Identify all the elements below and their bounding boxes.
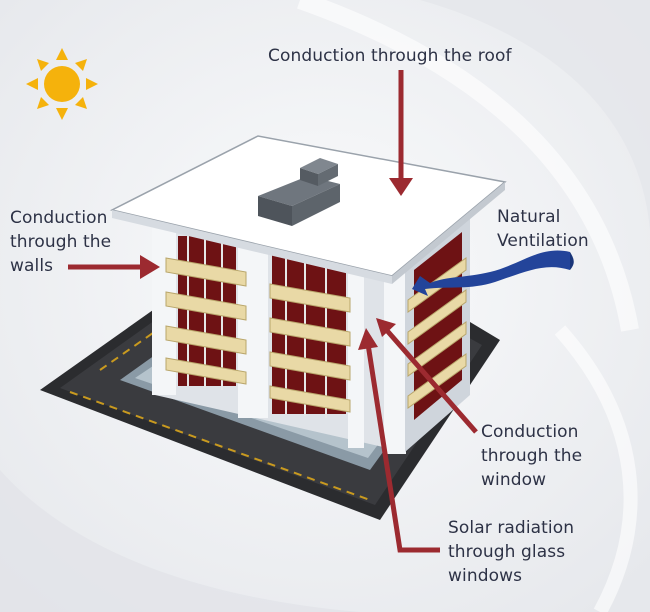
- rooftop-unit: [258, 158, 340, 226]
- label-wall-conduction: Conduction through the walls: [10, 208, 112, 276]
- arrow-solar-radiation: [358, 328, 440, 553]
- sun-icon: [26, 48, 98, 120]
- label-window-conduction: Conduction through the window: [481, 422, 583, 490]
- label-solar-radiation: Solar radiation through glass windows: [448, 518, 575, 586]
- wind-icon: [412, 250, 574, 296]
- label-roof-conduction: Conduction through the roof: [268, 46, 512, 66]
- building: [109, 135, 507, 454]
- arrow-walls: [68, 255, 160, 279]
- label-natural-ventilation: Natural Ventilation: [497, 207, 589, 251]
- arrow-window-conduction: [376, 318, 478, 434]
- arrow-roof: [389, 70, 413, 196]
